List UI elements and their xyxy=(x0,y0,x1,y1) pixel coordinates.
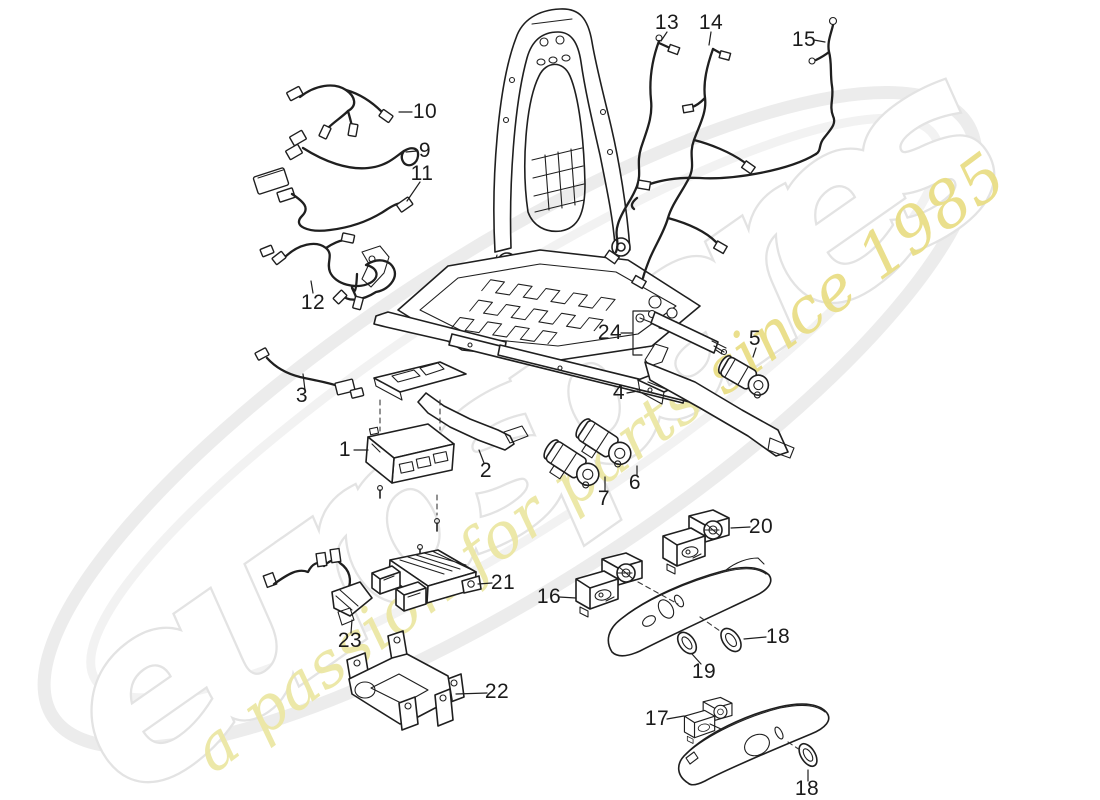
part-label-18-lower: 18 xyxy=(794,777,820,800)
part-label-17: 17 xyxy=(644,707,670,730)
trim-panel-upper xyxy=(607,557,772,657)
callout-leader-lines xyxy=(302,31,826,782)
seat-heater-mat xyxy=(450,279,616,345)
mounting-bracket-22 xyxy=(346,630,465,731)
motor-6 xyxy=(575,418,632,468)
cap-19 xyxy=(676,631,698,655)
part-label-24: 24 xyxy=(597,321,623,344)
part-label-21: 21 xyxy=(490,571,516,594)
part-label-13: 13 xyxy=(654,11,680,34)
wiring-harness-11 xyxy=(252,167,414,232)
part-label-23: 23 xyxy=(337,629,363,652)
wiring-harness-9 xyxy=(285,129,420,170)
part-label-20: 20 xyxy=(748,515,774,538)
wiring-harness-15 xyxy=(636,16,838,191)
trim-panel-lower xyxy=(677,703,830,786)
wiring-harness-12 xyxy=(259,232,397,311)
module-21 xyxy=(371,549,482,612)
control-module-1 xyxy=(365,399,455,558)
part-label-3: 3 xyxy=(295,384,309,407)
part-label-1: 1 xyxy=(338,438,352,461)
wiring-harness-13 xyxy=(604,34,681,265)
part-label-11: 11 xyxy=(410,162,434,185)
sensor-cable-3 xyxy=(254,347,365,399)
part-label-22: 22 xyxy=(484,680,510,703)
part-label-19: 19 xyxy=(691,660,717,683)
part-label-14: 14 xyxy=(698,11,724,34)
part-label-2: 2 xyxy=(479,459,493,482)
cable-sensor-23 xyxy=(262,547,373,626)
part-label-5: 5 xyxy=(748,327,762,350)
part-label-15: 15 xyxy=(791,28,817,51)
backrest-spring-grid xyxy=(531,147,585,213)
switch-16 xyxy=(575,552,643,618)
screw xyxy=(377,485,383,499)
part-label-18-upper: 18 xyxy=(765,625,791,648)
bracket-2 xyxy=(373,361,529,451)
part-label-12: 12 xyxy=(300,291,326,314)
part-label-6: 6 xyxy=(628,471,642,494)
switch-20 xyxy=(662,509,730,575)
bracket-4 xyxy=(637,343,795,459)
part-label-9: 9 xyxy=(418,139,432,162)
part-label-7: 7 xyxy=(597,487,611,510)
motor-7 xyxy=(543,439,600,489)
assembly-dashed-lines xyxy=(637,581,801,751)
switch-17 xyxy=(683,696,733,744)
motor-5 xyxy=(717,355,770,399)
part-label-10: 10 xyxy=(412,100,438,123)
spindle-24 xyxy=(647,309,728,356)
screw xyxy=(434,518,440,532)
part-label-16: 16 xyxy=(536,585,562,608)
cap-18-upper xyxy=(720,627,742,653)
part-label-4: 4 xyxy=(612,381,626,404)
wiring-harness-10 xyxy=(286,84,394,140)
cap-18-lower xyxy=(798,742,818,768)
